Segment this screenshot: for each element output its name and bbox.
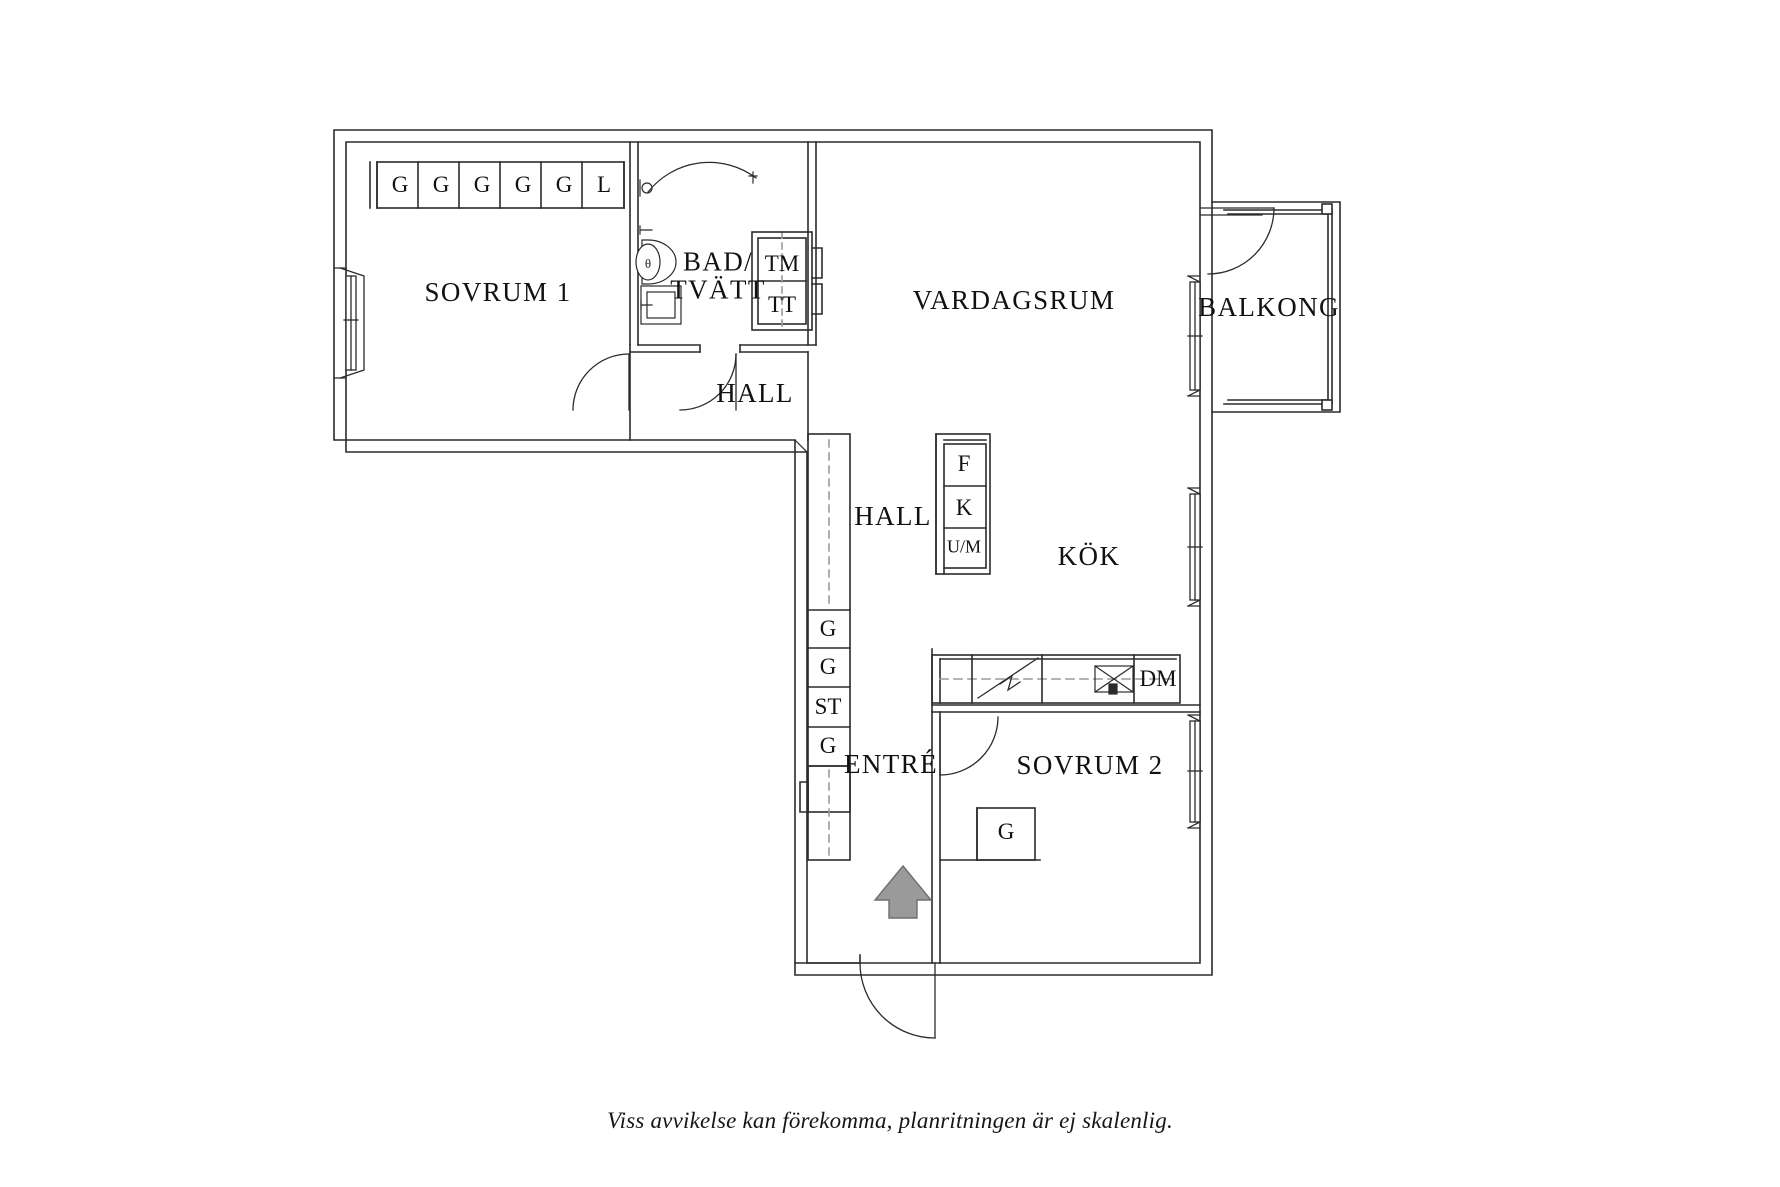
- room-label-vardagsrum: VARDAGSRUM: [912, 284, 1116, 315]
- laundry-label-tm: TM: [764, 251, 800, 276]
- room-label-hall-lower: HALL: [854, 500, 932, 531]
- laundry-label-tt: TT: [767, 292, 797, 317]
- laundry-units: [751, 231, 823, 331]
- toilet-bowl: [641, 239, 677, 285]
- room-label-bad-line-2: TVÄTT: [670, 275, 766, 305]
- wardrobe-label-l: L: [596, 172, 612, 197]
- window-balkong-left: [1187, 275, 1203, 397]
- door-balkong: [1199, 207, 1275, 275]
- shower-valve: [641, 182, 653, 194]
- door-sovrum1: [572, 353, 630, 411]
- wardrobe-row-sovrum1: [369, 161, 625, 209]
- entrance-arrow: [873, 864, 933, 919]
- kitchen-label-dm: DM: [1139, 666, 1177, 691]
- balcony-rail: [1227, 213, 1329, 401]
- window-kok-right: [1187, 487, 1203, 607]
- hall-closet-lower-box: [807, 765, 851, 861]
- corner-tick: [794, 439, 808, 453]
- balcony-post-tr: [1321, 203, 1333, 215]
- cooktop-symbol: [977, 657, 1039, 699]
- room-label-bad-line-1: BAD/: [682, 246, 754, 277]
- svg-text:θ: θ: [645, 256, 651, 271]
- window-sovrum2-right: [1187, 714, 1203, 829]
- kitchen-tall-inner: [943, 443, 987, 569]
- wall-sovrum1-bad: [629, 141, 639, 346]
- toilet-seat: [635, 243, 661, 281]
- room-label-bad-tvatt: BAD/ TVÄTT: [670, 246, 766, 305]
- sink-tap: [640, 300, 653, 310]
- balcony-outer: [1211, 201, 1341, 413]
- laundry-side-panel-2: [811, 283, 823, 315]
- kitchen-label-f: F: [957, 451, 971, 476]
- balcony-inner: [1223, 209, 1333, 405]
- shower-arc: [647, 161, 757, 193]
- door-bad: [679, 353, 737, 411]
- window-sovrum1-left: [333, 267, 365, 379]
- wardrobe-label-g2: G: [432, 172, 450, 197]
- sink-symbol: [1094, 665, 1134, 695]
- hall-closet-column: [799, 433, 851, 861]
- wardrobe-label-g4: G: [514, 172, 532, 197]
- kitchen-tall-units: [935, 433, 991, 575]
- plan-caption: Viss avvikelse kan förekomma, planritnin…: [607, 1108, 1173, 1133]
- kitchen-counter: [931, 648, 1181, 713]
- laundry-side-panel: [811, 247, 823, 279]
- bathroom-fixtures: θ: [635, 161, 758, 325]
- shower-head: [748, 171, 758, 184]
- door-sovrum1-arc: [572, 353, 630, 411]
- hall-closet-label-g3: G: [819, 733, 837, 758]
- laundry-recess: [751, 231, 813, 331]
- shower-mixer: [639, 225, 653, 235]
- room-label-entre: ENTRÉ: [844, 748, 938, 779]
- room-label-sovrum-2: SOVRUM 2: [1016, 749, 1164, 780]
- balcony: [1211, 201, 1341, 413]
- door-entre-arc: [859, 962, 936, 1039]
- hall-closet-handle: [799, 781, 809, 813]
- room-label-kok: KÖK: [1057, 540, 1121, 571]
- kitchen-label-um: U/M: [946, 536, 982, 557]
- entrance-door: [794, 954, 936, 1039]
- closet-label-sovrum2-g: G: [997, 819, 1015, 844]
- wall-bad-bottom-left: [637, 344, 701, 353]
- balcony-post-br: [1321, 399, 1333, 411]
- room-label-balkong: BALKONG: [1198, 291, 1340, 322]
- door-sovrum2-arc: [939, 716, 999, 776]
- door-balkong-arc: [1207, 207, 1275, 275]
- wardrobe-label-g5: G: [555, 172, 573, 197]
- wardrobe-label-g3: G: [473, 172, 491, 197]
- room-label-hall-upper: HALL: [716, 377, 794, 408]
- door-sovrum2: [939, 716, 999, 776]
- door-bad-arc: [679, 353, 737, 411]
- hall-closet-label-st: ST: [814, 694, 842, 719]
- wardrobe-label-g1: G: [391, 172, 409, 197]
- kitchen-label-k: K: [955, 495, 973, 520]
- hall-closet-label-g1: G: [819, 616, 837, 641]
- room-label-sovrum-1: SOVRUM 1: [424, 276, 572, 307]
- hall-closet-label-g2: G: [819, 654, 837, 679]
- outer-wall-outline: [333, 129, 1213, 976]
